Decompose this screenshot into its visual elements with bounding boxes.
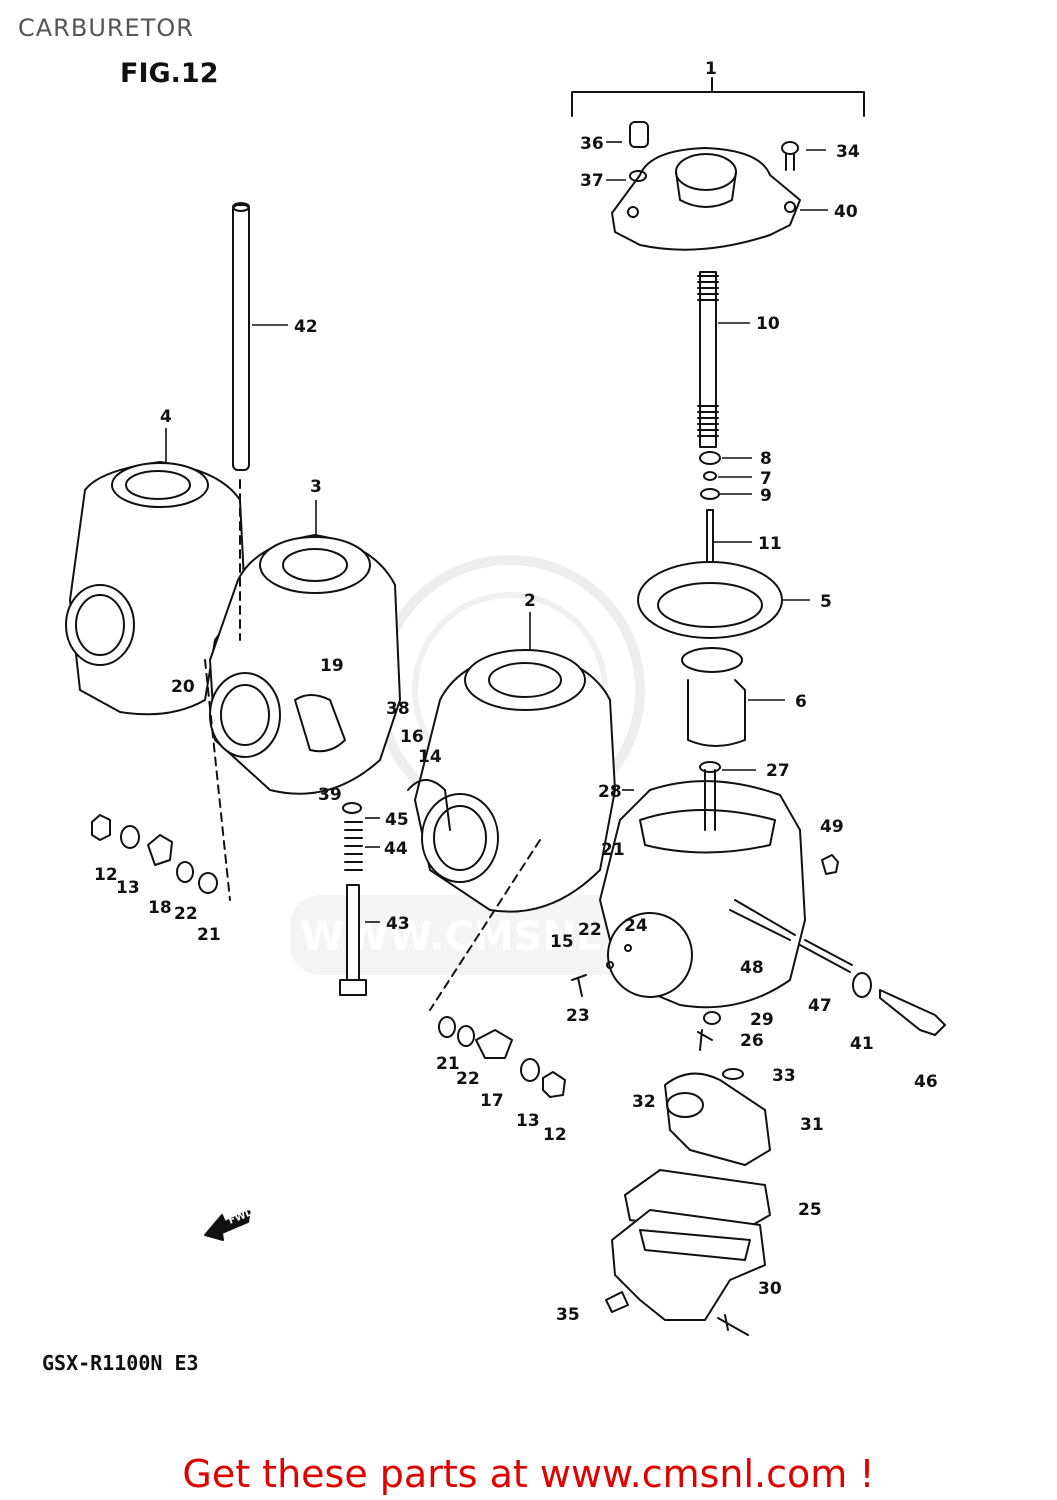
figure-label: FIG.12 [120, 58, 219, 89]
carburetor-body-2 [407, 649, 616, 913]
callout-39: 39 [318, 785, 342, 805]
screw-27 [699, 761, 721, 831]
screw-30 [717, 1314, 749, 1336]
carburetor-body-3 [209, 534, 401, 795]
callout-6: 6 [795, 692, 807, 712]
callout-7: 7 [760, 469, 772, 489]
callout-35: 35 [556, 1305, 580, 1325]
callout-22c: 22 [456, 1069, 480, 1089]
callout-34: 34 [836, 142, 860, 162]
callout-31: 31 [800, 1115, 824, 1135]
o-ring-33 [722, 1068, 744, 1080]
diaphragm-5 [637, 561, 783, 639]
clip-37 [629, 170, 647, 182]
washer-8 [699, 451, 721, 465]
carburetor-body-4 [65, 461, 246, 716]
callout-41: 41 [850, 1034, 874, 1054]
carburetor-exploded-diagram: WWW.CMSNL.COM [65, 59, 946, 1336]
fwd-arrow [204, 1209, 251, 1241]
gasket-25 [624, 1169, 771, 1236]
callout-28: 28 [598, 782, 622, 802]
callout-3: 3 [310, 477, 322, 497]
callout-46: 46 [914, 1072, 938, 1092]
vacuum-piston-6 [681, 647, 746, 747]
callout-49: 49 [820, 817, 844, 837]
callout-37: 37 [580, 171, 604, 191]
bolt-43 [339, 884, 367, 996]
callout-29: 29 [750, 1010, 774, 1030]
callout-21b: 21 [197, 925, 221, 945]
callout-11: 11 [758, 534, 782, 554]
callout-30: 30 [758, 1279, 782, 1299]
callout-18: 18 [148, 898, 172, 918]
callout-26: 26 [740, 1031, 764, 1051]
idle-screw-assembly [729, 899, 946, 1036]
callout-1: 1 [705, 59, 717, 79]
carburetor-body-main [599, 780, 806, 1009]
washer-45 [342, 802, 362, 814]
callout-2: 2 [524, 591, 536, 611]
callout-14: 14 [418, 747, 442, 767]
screw-26 [697, 1029, 713, 1051]
callout-numbers: 1 36 34 37 40 10 42 8 7 9 11 4 3 5 2 6 1… [94, 59, 938, 1325]
callout-27: 27 [766, 761, 790, 781]
callout-23: 23 [566, 1006, 590, 1026]
callout-32: 32 [632, 1092, 656, 1112]
callout-43: 43 [386, 914, 410, 934]
callout-47: 47 [808, 996, 832, 1016]
washer-29 [703, 1011, 721, 1025]
model-label: GSX-R1100N E3 [42, 1351, 199, 1375]
clip-7 [703, 471, 717, 481]
assembly-bracket [571, 77, 865, 117]
plug-49 [821, 854, 839, 875]
screw-34 [781, 141, 799, 171]
callout-13: 13 [116, 878, 140, 898]
callout-22: 22 [174, 904, 198, 924]
callout-45: 45 [385, 810, 409, 830]
callout-40: 40 [834, 202, 858, 222]
spring-10 [697, 271, 719, 448]
callout-48: 48 [740, 958, 764, 978]
guide-line [204, 479, 541, 1011]
page-title: CARBURETOR [18, 14, 194, 42]
callout-21c: 21 [436, 1054, 460, 1074]
callout-38: 38 [386, 699, 410, 719]
callout-12b: 12 [543, 1125, 567, 1145]
callout-22b: 22 [578, 920, 602, 940]
float-31 [664, 1072, 771, 1166]
washer-9 [700, 488, 720, 500]
callout-25: 25 [798, 1200, 822, 1220]
carb-top-cap [611, 147, 801, 251]
callout-12: 12 [94, 865, 118, 885]
callout-13b: 13 [516, 1111, 540, 1131]
callout-20: 20 [171, 677, 195, 697]
float-bowl [611, 1209, 766, 1321]
callout-16: 16 [400, 727, 424, 747]
callout-5: 5 [820, 592, 832, 612]
callout-19: 19 [320, 656, 344, 676]
order-parts-link[interactable]: Get these parts at www.cmsnl.com ! [182, 1452, 875, 1496]
callout-33: 33 [772, 1066, 796, 1086]
screw-35 [605, 1291, 629, 1313]
screw-23 [571, 974, 587, 997]
plug-36 [629, 121, 649, 148]
callout-17: 17 [480, 1091, 504, 1111]
callout-4: 4 [160, 407, 172, 427]
callout-36: 36 [580, 134, 604, 154]
shaft-42 [232, 202, 250, 471]
callout-9: 9 [760, 486, 772, 506]
spring-44 [344, 821, 363, 871]
lower-fittings [438, 1016, 566, 1098]
callout-44: 44 [384, 839, 408, 859]
callout-21: 21 [601, 840, 625, 860]
left-fittings [91, 814, 218, 894]
callout-10: 10 [756, 314, 780, 334]
callout-8: 8 [760, 449, 772, 469]
callout-24: 24 [624, 916, 648, 936]
callout-15: 15 [550, 932, 574, 952]
callout-42: 42 [294, 317, 318, 337]
leader-lines [165, 141, 828, 923]
